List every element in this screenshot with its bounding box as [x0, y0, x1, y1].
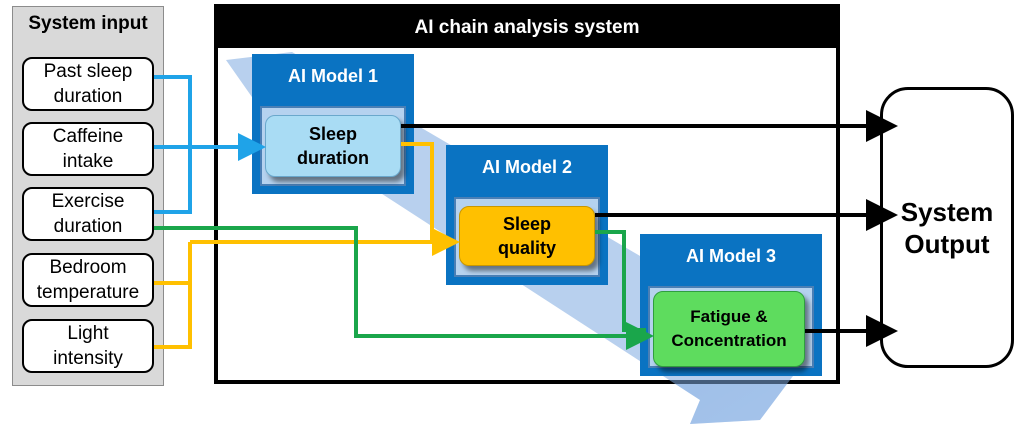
ai-model-1-title: AI Model 1 [287, 66, 378, 86]
ai-model-2-title: AI Model 2 [481, 157, 572, 177]
input-label-line2: duration [53, 86, 123, 107]
input-label-line1: Past sleep [43, 61, 133, 82]
node-label-line1: Sleep [308, 124, 358, 144]
green-connector-exercise [154, 226, 654, 350]
sleep-duration-node: Sleep duration [265, 115, 401, 177]
output-label-line1: System [900, 196, 994, 227]
green-connector-quality [595, 230, 646, 332]
yellow-connector-model1 [401, 142, 460, 256]
input-label-line2: temperature [36, 282, 140, 303]
node-label-line1: Fatigue & [690, 307, 768, 326]
input-label-line1: Exercise [51, 191, 125, 212]
node-label-line2: duration [297, 148, 369, 168]
system-input-panel: System input Past sleep duration Caffeine… [12, 6, 164, 386]
fatigue-concentration-node: Fatigue & Concentration [653, 291, 805, 367]
input-label-line2: duration [53, 216, 123, 237]
input-label-line2: intensity [53, 348, 123, 369]
output-label-line2: Output [904, 228, 990, 259]
blue-connector [154, 75, 258, 214]
input-past-sleep-duration: Past sleep duration [22, 57, 154, 111]
input-label-line1: Caffeine [52, 126, 124, 147]
node-label-line2: quality [497, 238, 556, 258]
node-label-line1: Sleep [502, 214, 551, 234]
input-label-line2: intake [62, 151, 114, 172]
ai-chain-title: AI chain analysis system [218, 8, 836, 48]
input-bedroom-temperature: Bedroom temperature [22, 253, 154, 307]
input-label-line1: Bedroom [49, 257, 127, 278]
input-caffeine-intake: Caffeine intake [22, 122, 154, 176]
input-exercise-duration: Exercise duration [22, 187, 154, 241]
node-label-line2: Concentration [671, 331, 787, 350]
sleep-quality-node: Sleep quality [459, 206, 595, 266]
input-label-line1: Light [67, 323, 109, 344]
yellow-connector-inputs [154, 240, 452, 349]
input-light-intensity: Light intensity [22, 319, 154, 373]
system-input-title: System input [28, 13, 148, 34]
ai-model-3-title: AI Model 3 [685, 246, 776, 266]
